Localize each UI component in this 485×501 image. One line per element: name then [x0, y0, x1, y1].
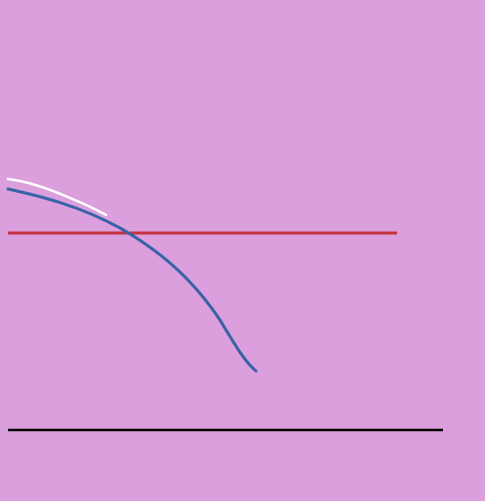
blue-curve — [6, 187, 258, 373]
white-curve — [6, 177, 108, 217]
